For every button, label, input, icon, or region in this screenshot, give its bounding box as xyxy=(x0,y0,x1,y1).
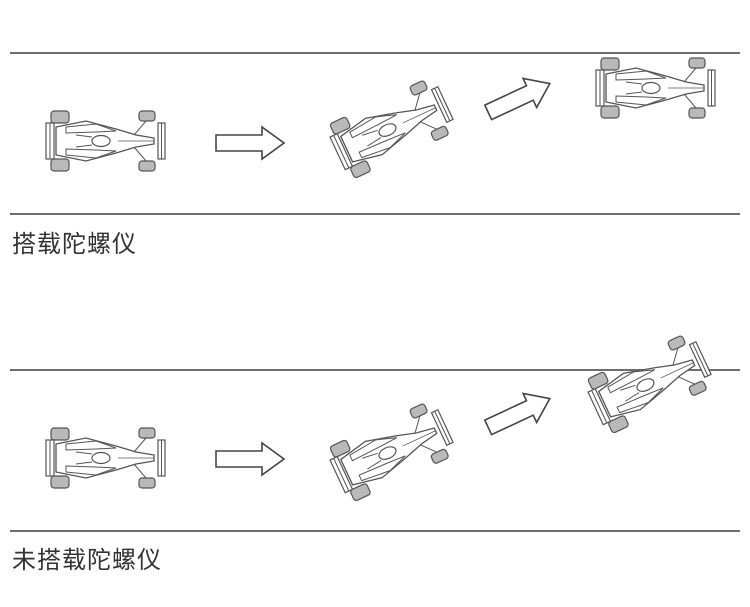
caption-with-gyroscope: 搭载陀螺仪 xyxy=(12,230,137,258)
bottom-lane-line-2 xyxy=(10,530,740,532)
race-car-icon-start-2 xyxy=(45,427,166,489)
top-lane-line-2 xyxy=(10,369,740,371)
race-car-icon-corrected-1 xyxy=(595,57,716,119)
race-car-icon-start-1 xyxy=(45,110,166,172)
arrow-right-icon-1b xyxy=(480,68,558,128)
top-lane-line-1 xyxy=(10,52,740,54)
caption-without-gyroscope: 未搭载陀螺仪 xyxy=(12,546,162,574)
arrow-right-icon-2b xyxy=(480,383,558,443)
arrow-right-icon-2a xyxy=(215,442,285,476)
race-car-icon-turning-1 xyxy=(324,75,459,182)
bottom-lane-line-1 xyxy=(10,213,740,215)
race-car-icon-oversteer-2 xyxy=(582,330,717,437)
arrow-right-icon-1a xyxy=(215,126,285,160)
race-car-icon-turning-2 xyxy=(324,398,459,505)
